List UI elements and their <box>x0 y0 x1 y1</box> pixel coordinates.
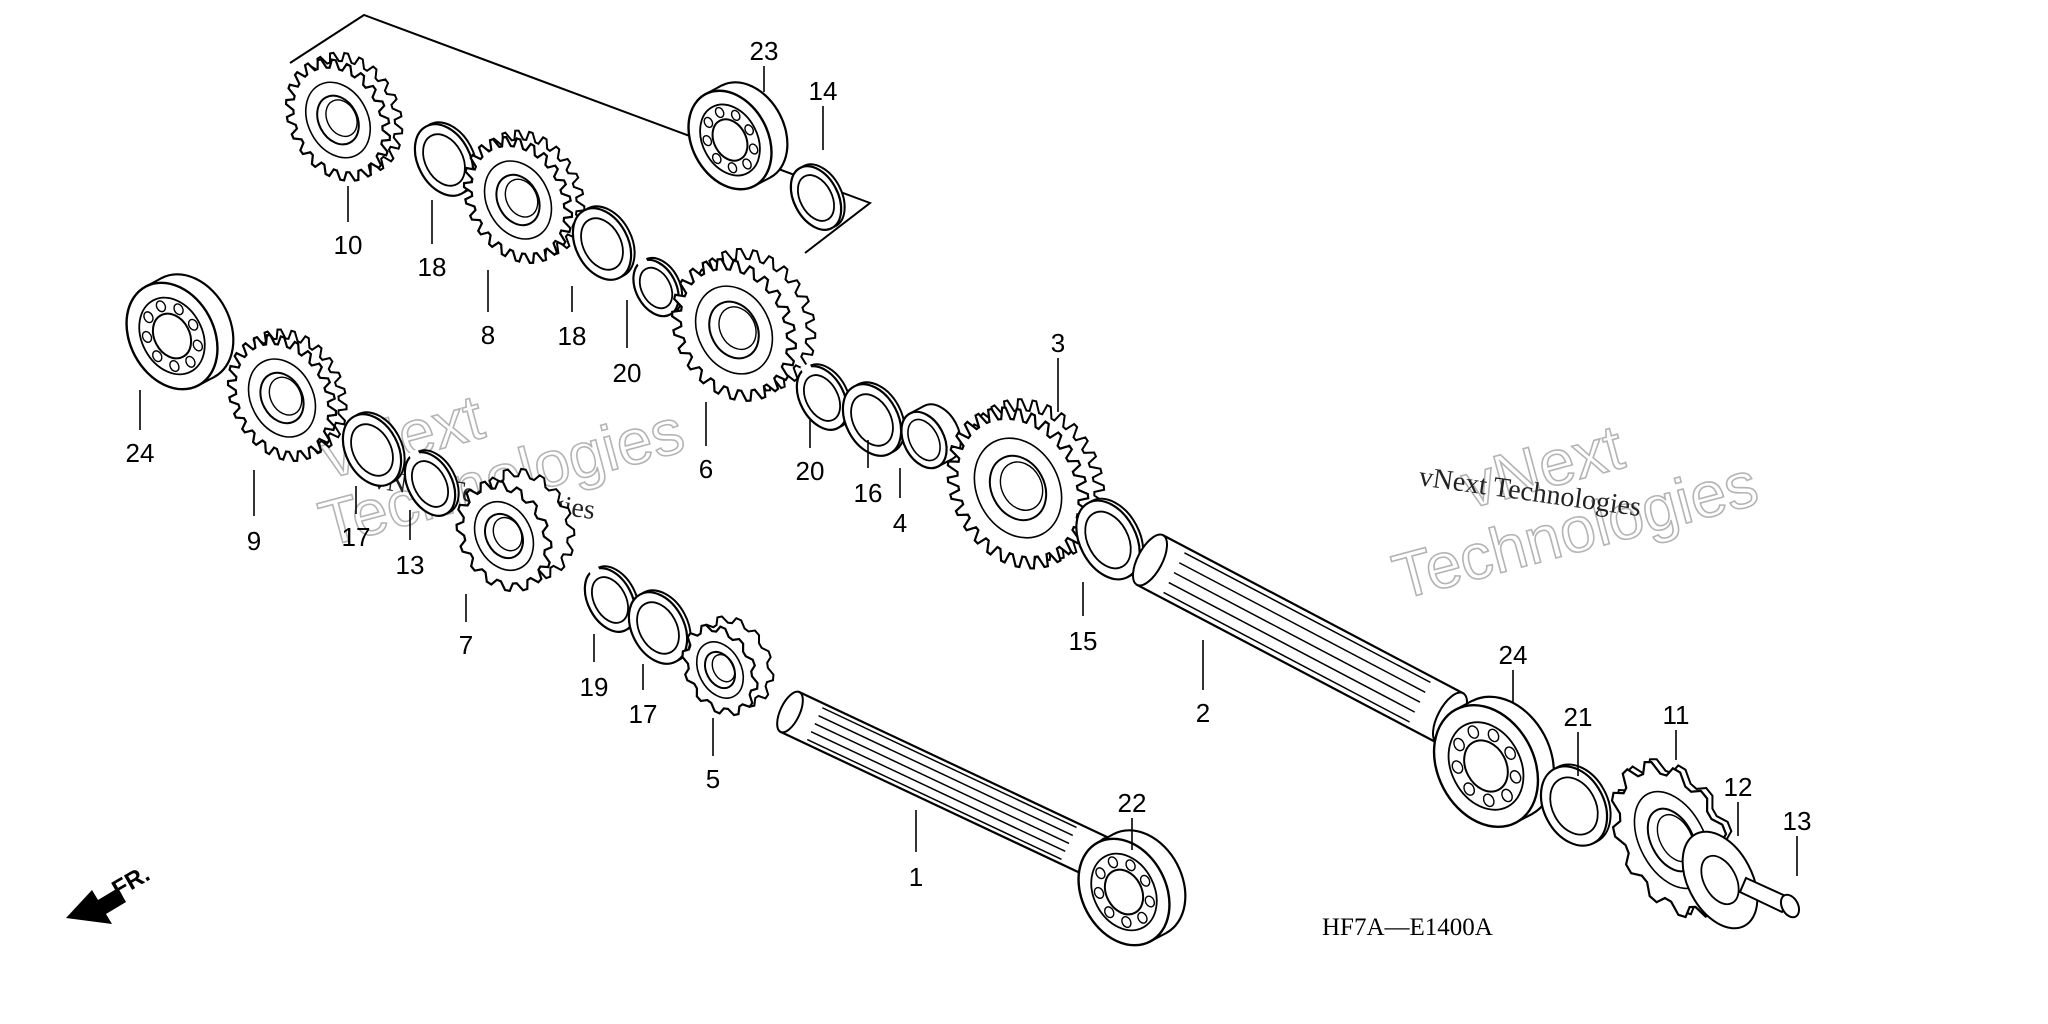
gear-7 <box>455 467 576 593</box>
callout-5: 5 <box>706 718 720 794</box>
callout-number: 6 <box>699 454 713 484</box>
callout-13: 13 <box>1783 806 1812 876</box>
callout-number: 22 <box>1118 788 1147 818</box>
callout-2: 2 <box>1196 640 1210 728</box>
oil-seal-21 <box>1539 763 1612 847</box>
callout-18: 18 <box>558 286 587 351</box>
fixing-plate-12 <box>1681 830 1759 930</box>
gear-9 <box>226 328 348 462</box>
callout-number: 4 <box>893 508 907 538</box>
callout-19: 19 <box>580 634 609 702</box>
callout-7: 7 <box>459 594 473 660</box>
circlip-20a <box>632 256 684 318</box>
callout-number: 13 <box>396 550 425 580</box>
callout-number: 24 <box>126 438 155 468</box>
callout-number: 19 <box>580 672 609 702</box>
callout-number: 20 <box>796 456 825 486</box>
callout-9: 9 <box>247 470 261 556</box>
callout-number: 24 <box>1499 640 1528 670</box>
thrust-washer-18a <box>413 121 478 197</box>
circlip-20b <box>795 362 852 431</box>
gear-10 <box>284 51 404 182</box>
callout-number: 8 <box>481 320 495 350</box>
callout-number: 13 <box>1783 806 1812 836</box>
callout-6: 6 <box>699 402 713 484</box>
callout-12: 12 <box>1724 772 1753 836</box>
callout-18: 18 <box>418 200 447 282</box>
callout-8: 8 <box>481 270 495 350</box>
bearing-24-right <box>1432 695 1555 829</box>
callout-20: 20 <box>613 300 642 388</box>
washer-17a <box>341 411 406 487</box>
callout-number: 11 <box>1663 700 1690 730</box>
front-arrow: FR. <box>66 860 154 924</box>
callout-number: 23 <box>750 36 779 66</box>
callout-number: 3 <box>1051 328 1065 358</box>
callout-number: 5 <box>706 764 720 794</box>
gear-6 <box>671 247 817 402</box>
callout-number: 20 <box>613 358 642 388</box>
callout-13: 13 <box>396 510 425 580</box>
callout-number: 21 <box>1564 702 1593 732</box>
callout-24: 24 <box>1499 640 1528 702</box>
diagram-code: HF7A—E1400A <box>1322 914 1493 941</box>
gear-5 <box>681 615 775 717</box>
washer-14 <box>789 163 846 231</box>
callout-23: 23 <box>750 36 779 92</box>
callout-number: 7 <box>459 630 473 660</box>
callout-number: 9 <box>247 526 261 556</box>
callout-number: 17 <box>629 699 658 729</box>
callout-number: 15 <box>1069 626 1098 656</box>
callout-14: 14 <box>809 76 838 150</box>
callout-number: 14 <box>809 76 838 106</box>
bushing-4 <box>900 403 962 470</box>
callout-1: 1 <box>909 810 923 892</box>
callout-number: 10 <box>334 230 363 260</box>
callout-number: 2 <box>1196 698 1210 728</box>
front-arrow-icon <box>66 888 126 924</box>
callout-15: 15 <box>1069 582 1098 656</box>
bearing-24-left <box>125 273 235 391</box>
bearing-23 <box>687 81 789 191</box>
thrust-washer-18b <box>571 205 636 281</box>
thrust-washer-16 <box>841 381 906 457</box>
callout-number: 18 <box>558 321 587 351</box>
callout-17: 17 <box>629 664 658 729</box>
washer-15 <box>1075 497 1145 581</box>
washer-17b <box>627 589 692 665</box>
bearing-22 <box>1077 829 1187 947</box>
bolt-13 <box>1738 876 1801 919</box>
callout-20: 20 <box>796 420 825 486</box>
callout-22: 22 <box>1118 788 1147 850</box>
callout-11: 11 <box>1663 700 1690 760</box>
mainshaft-1 <box>776 690 1114 880</box>
callout-number: 17 <box>342 522 371 552</box>
kit-bracket <box>289 13 873 254</box>
callout-17: 17 <box>342 486 371 552</box>
callout-10: 10 <box>334 186 363 260</box>
gear-8 <box>462 129 586 264</box>
callout-24: 24 <box>126 390 155 468</box>
callout-21: 21 <box>1564 702 1593 776</box>
callout-number: 12 <box>1724 772 1753 802</box>
callout-16: 16 <box>854 440 883 508</box>
circlip-13 <box>403 448 460 517</box>
gear-3 <box>946 398 1106 570</box>
circlip-19 <box>583 564 640 633</box>
callout-3: 3 <box>1051 328 1065 412</box>
callout-number: 16 <box>854 478 883 508</box>
callout-number: 1 <box>909 862 923 892</box>
callout-number: 18 <box>418 252 447 282</box>
callout-4: 4 <box>893 468 907 538</box>
